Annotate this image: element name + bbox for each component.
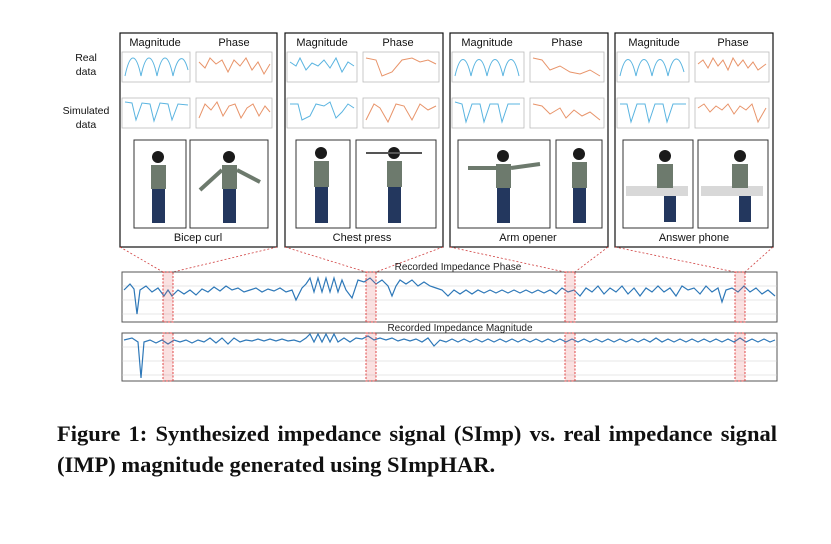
activity-panel-2: Magnitude Phase C	[284, 32, 444, 248]
highlight-magnitude-bicep-curl	[162, 332, 174, 382]
panel-3-sim-phase-plot	[529, 97, 605, 129]
panel-3-caption: Arm opener	[499, 232, 557, 244]
panel-3-real-magnitude-trace	[454, 59, 520, 77]
panel-4-magnitude-header: Magnitude	[628, 37, 679, 49]
highlight-phase-arm-opener	[564, 271, 576, 323]
row-label-simulated-line2: data	[76, 119, 97, 131]
panel-1-magnitude-header: Magnitude	[129, 37, 180, 49]
highlight-magnitude-arm-opener	[564, 332, 576, 382]
panel-4-caption: Answer phone	[659, 232, 729, 244]
panel-1-person-left	[151, 151, 166, 223]
panel-4-sim-magnitude-plot	[616, 97, 690, 129]
recorded-phase-title: Recorded Impedance Phase	[395, 262, 522, 273]
panel-2-person-right	[366, 147, 422, 223]
panel-4-sim-phase-plot	[694, 97, 770, 129]
panel-2-magnitude-header: Magnitude	[296, 37, 347, 49]
figure-canvas: Real data Simulated data Magnitude Phase	[63, 32, 778, 382]
panel-2-sim-magnitude-plot	[286, 97, 358, 129]
figure-caption: Figure 1: Synthesized impedance signal (…	[57, 421, 777, 477]
panel-1-real-phase-trace	[198, 57, 271, 76]
panel-2-phase-header: Phase	[382, 37, 413, 49]
panel-connectors	[119, 246, 774, 273]
recorded-magnitude-trace	[123, 332, 776, 379]
panel-3-magnitude-header: Magnitude	[461, 37, 512, 49]
panel-1-caption: Bicep curl	[174, 232, 222, 244]
panel-1-phase-header: Phase	[218, 37, 249, 49]
panel-3-person-right	[572, 148, 587, 223]
recorded-phase-trace	[123, 275, 776, 315]
panel-4-sim-phase-trace	[697, 103, 767, 124]
panel-3-real-phase-trace	[532, 57, 601, 77]
panel-2-real-magnitude-trace	[289, 56, 355, 74]
panel-1-real-magnitude-plot	[121, 51, 191, 83]
panel-4-real-phase-plot	[694, 51, 770, 83]
activity-panel-4: Magnitude Phase	[614, 32, 774, 248]
row-label-real-line2: data	[76, 66, 97, 78]
panel-3-person-left	[468, 150, 541, 223]
panel-3-sim-magnitude-trace	[454, 101, 520, 124]
panel-2-real-phase-trace	[365, 57, 437, 77]
activity-panel-1: Magnitude Phase	[119, 32, 278, 248]
recorded-magnitude-title: Recorded Impedance Magnitude	[387, 323, 533, 334]
panel-1-person-right	[198, 151, 261, 223]
panel-1-real-phase-plot	[195, 51, 273, 83]
panel-4-phase-header: Phase	[717, 37, 748, 49]
panel-1-sim-phase-trace	[198, 101, 271, 120]
panel-1-sim-phase-plot	[195, 97, 273, 129]
recorded-magnitude-plot: Recorded Impedance Magnitude	[121, 323, 778, 382]
panel-3-phase-header: Phase	[551, 37, 582, 49]
panel-2-sim-phase-trace	[365, 103, 437, 124]
panel-1-sim-magnitude-trace	[124, 101, 189, 123]
recorded-phase-plot: Recorded Impedance Phase	[121, 262, 778, 323]
highlight-phase-bicep-curl	[162, 271, 174, 323]
panel-1-sim-magnitude-plot	[121, 97, 191, 129]
panel-2-sim-phase-plot	[362, 97, 440, 129]
row-label-real-line1: Real	[75, 52, 97, 64]
panel-1-real-magnitude-trace	[124, 57, 189, 77]
panel-2-sim-magnitude-trace	[290, 101, 355, 121]
highlight-magnitude-answer-phone	[734, 332, 746, 382]
highlight-phase-answer-phone	[734, 271, 746, 323]
panel-4-real-magnitude-trace	[619, 58, 685, 77]
highlight-phase-chest-press	[365, 271, 377, 323]
panel-2-caption: Chest press	[333, 232, 392, 244]
highlight-magnitude-chest-press	[365, 332, 377, 382]
activity-panel-3: Magnitude Phase	[449, 32, 609, 248]
panel-2-real-phase-plot	[362, 51, 440, 83]
panel-4-person-right	[701, 150, 763, 222]
panel-4-real-magnitude-plot	[616, 51, 690, 83]
panel-3-sim-magnitude-plot	[451, 97, 525, 129]
row-label-simulated-line1: Simulated	[63, 105, 110, 117]
panel-3-sim-phase-trace	[532, 103, 601, 121]
panel-3-real-phase-plot	[529, 51, 605, 83]
panel-4-sim-magnitude-trace	[620, 103, 686, 124]
panel-2-real-magnitude-plot	[286, 51, 358, 83]
panel-4-person-left	[626, 150, 688, 222]
panel-4-real-phase-trace	[697, 56, 767, 72]
panel-3-real-magnitude-plot	[451, 51, 525, 83]
panel-2-person-left	[314, 147, 329, 223]
